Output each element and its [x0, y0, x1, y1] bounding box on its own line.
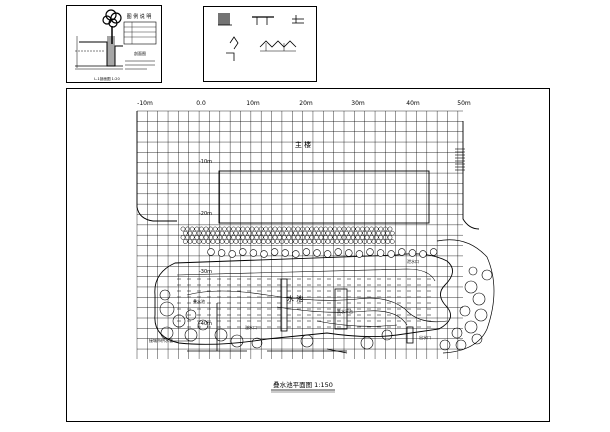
callouts: 叠水池 跌水平台 溢水口 出水口 泄水口	[193, 258, 431, 340]
paving-band	[180, 226, 395, 244]
pool-plan-drawing: -10m 0.0 10m 20m 30m 40m 50m -10m -20m -…	[136, 100, 495, 393]
axis-labels: -10m 0.0 10m 20m 30m 40m 50m	[137, 100, 471, 107]
axis-label: 0.0	[196, 100, 206, 107]
inlet-label: 接城市供水管	[149, 337, 173, 343]
stairs	[455, 148, 465, 171]
axis-label: 10m	[246, 100, 260, 107]
callout: 出水口	[419, 334, 431, 340]
callout: 跌水平台	[337, 308, 353, 314]
detail-sheet-nodes	[203, 6, 317, 82]
vertical-label: -30m	[199, 269, 212, 275]
tree-icon	[102, 9, 122, 44]
tree-row	[207, 248, 438, 258]
node-details-drawing	[218, 13, 304, 61]
axis-label: 20m	[299, 100, 313, 107]
vertical-label: -40m	[199, 321, 212, 327]
detail-sheet-section: 图 例 说 明 剖面图 L-1剖面图 1:20	[66, 5, 162, 83]
vertical-label: -20m	[199, 211, 212, 217]
plan-sheet: -10m 0.0 10m 20m 30m 40m 50m -10m -20m -…	[66, 88, 550, 422]
callout: 叠水池	[193, 298, 205, 304]
callout: 泄水口	[407, 258, 419, 264]
boulders	[159, 289, 393, 350]
pool-label: 水 池	[287, 294, 303, 303]
section-caption: L-1剖面图 1:20	[94, 76, 120, 81]
vertical-labels: -10m -20m -30m -40m	[199, 159, 212, 327]
section-drawing: 图 例 说 明 剖面图 L-1剖面图 1:20	[75, 9, 157, 81]
plan-title: 叠水池平面图 1:150	[273, 380, 333, 389]
axis-label: 30m	[351, 100, 365, 107]
building-label: 主 楼	[295, 140, 311, 149]
building-outline	[218, 170, 430, 224]
axis-label: -10m	[137, 100, 153, 107]
axis-label: 40m	[406, 100, 420, 107]
inner-structures	[187, 278, 414, 354]
vertical-label: -10m	[199, 159, 212, 165]
section-label: 剖面图	[134, 50, 146, 56]
water-hatching	[177, 278, 431, 328]
right-planting	[439, 266, 493, 351]
axis-label: 50m	[457, 100, 471, 107]
callout: 溢水口	[245, 324, 257, 330]
legend-title: 图 例 说 明	[127, 13, 152, 20]
